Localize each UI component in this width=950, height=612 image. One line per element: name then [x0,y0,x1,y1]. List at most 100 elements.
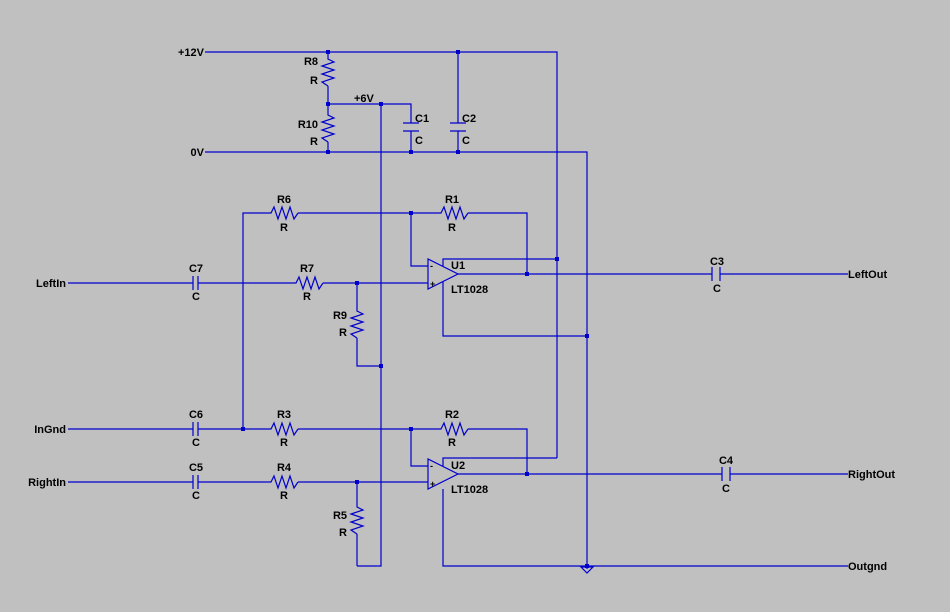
component-labels: R8 R R10 R C1 C C2 C R6 R R1 R C7 C R7 R… [189,56,734,539]
resistor-r8[interactable] [320,56,336,87]
c1-name: C1 [415,113,429,125]
junction-dot [456,50,460,54]
capacitor-c1[interactable] [403,122,419,132]
junction-dot [326,150,330,154]
c1-value: C [415,135,423,147]
c2-value: C [462,135,470,147]
wire-plus6v-net[interactable] [328,103,412,123]
junction-dot [326,102,330,106]
resistor-r7[interactable] [293,275,324,291]
junction-dot [409,427,413,431]
r3-value: R [280,437,288,449]
r7-value: R [303,291,311,303]
opamp-u2[interactable] [427,458,460,490]
opamp-u2-minus-sign: - [430,461,433,471]
wire-plus6v-bus[interactable] [357,104,382,567]
r8-value: R [310,75,318,87]
wire-u1-vminus[interactable] [442,282,587,337]
net-label-ingnd: InGnd [34,424,66,436]
c3-value: C [713,283,721,295]
wire-u2-vminus[interactable] [442,489,848,567]
capacitors [192,122,731,489]
resistor-r6[interactable] [268,205,299,221]
resistor-r9[interactable] [349,308,365,339]
net-label-outgnd: Outgnd [848,561,887,573]
junction-dot [355,480,359,484]
c4-name: C4 [719,455,734,467]
junction-dot [585,564,589,568]
opamps: - + - + [427,258,460,490]
r4-name: R4 [277,462,292,474]
resistor-r1[interactable] [438,205,469,221]
r9-name: R9 [333,310,347,322]
r7-name: R7 [300,263,314,275]
net-labels: +12V 0V +6V LeftIn InGnd RightIn LeftOut… [28,47,895,573]
c6-value: C [192,437,200,449]
net-label-leftout: LeftOut [848,269,887,281]
wire-r2-out[interactable] [468,428,528,474]
capacitor-c6[interactable] [192,422,199,436]
junction-dot [456,150,460,154]
r5-value: R [339,527,347,539]
c5-value: C [192,490,200,502]
r9-value: R [339,327,347,339]
net-label-plus12v: +12V [178,47,205,59]
r1-name: R1 [445,194,459,206]
u2-name: U2 [451,460,465,472]
wire-u1-vplus[interactable] [442,258,557,266]
r10-name: R10 [298,119,318,131]
r10-value: R [310,136,318,148]
u1-part: LT1028 [451,284,488,296]
wires [68,51,848,569]
junction-dot [409,211,413,215]
resistor-r10[interactable] [320,112,336,143]
net-label-rightout: RightOut [848,469,895,481]
junction-dot [409,150,413,154]
resistor-r5[interactable] [349,504,365,535]
c5-name: C5 [189,462,203,474]
c6-name: C6 [189,409,203,421]
capacitor-c2[interactable] [450,122,466,132]
r5-name: R5 [333,510,347,522]
net-label-rightin: RightIn [28,477,66,489]
r6-name: R6 [277,194,291,206]
u2-part: LT1028 [451,484,488,496]
r4-value: R [280,490,288,502]
wire-u2-vplus[interactable] [442,457,557,466]
opamp-u1-plus-sign: + [430,279,435,289]
u1-name: U1 [451,260,465,272]
resistor-r4[interactable] [268,474,299,490]
capacitor-c5[interactable] [192,475,199,489]
wire-u2-minus[interactable] [410,429,428,467]
net-label-plus6v: +6V [354,93,375,105]
r1-value: R [448,222,456,234]
c7-name: C7 [189,263,203,275]
opamp-u1[interactable] [427,258,460,290]
resistor-r3[interactable] [268,421,299,437]
c4-value: C [722,483,730,495]
capacitor-c7[interactable] [192,276,199,290]
opamp-u2-plus-sign: + [430,479,435,489]
capacitor-c3[interactable] [711,267,721,281]
opamp-u1-minus-sign: - [430,261,433,271]
capacitor-c4[interactable] [721,467,731,481]
r3-name: R3 [277,409,291,421]
c7-value: C [192,291,200,303]
c3-name: C3 [710,256,724,268]
wire-r1-out[interactable] [468,212,528,274]
c2-name: C2 [462,113,476,125]
net-label-leftin: LeftIn [36,278,66,290]
junction-dot [355,281,359,285]
wire-r6-node[interactable] [242,212,438,429]
wire-u1-minus[interactable] [410,213,428,267]
wire-r9[interactable] [356,283,381,367]
r8-name: R8 [304,56,318,68]
resistor-r2[interactable] [438,421,469,437]
wire-zero-volt-rail[interactable] [205,151,588,569]
resistors [268,56,469,535]
wire-plus12v-rail[interactable] [205,51,558,458]
r6-value: R [280,222,288,234]
net-label-zero-volt: 0V [191,147,205,159]
junction-dot [555,257,559,261]
